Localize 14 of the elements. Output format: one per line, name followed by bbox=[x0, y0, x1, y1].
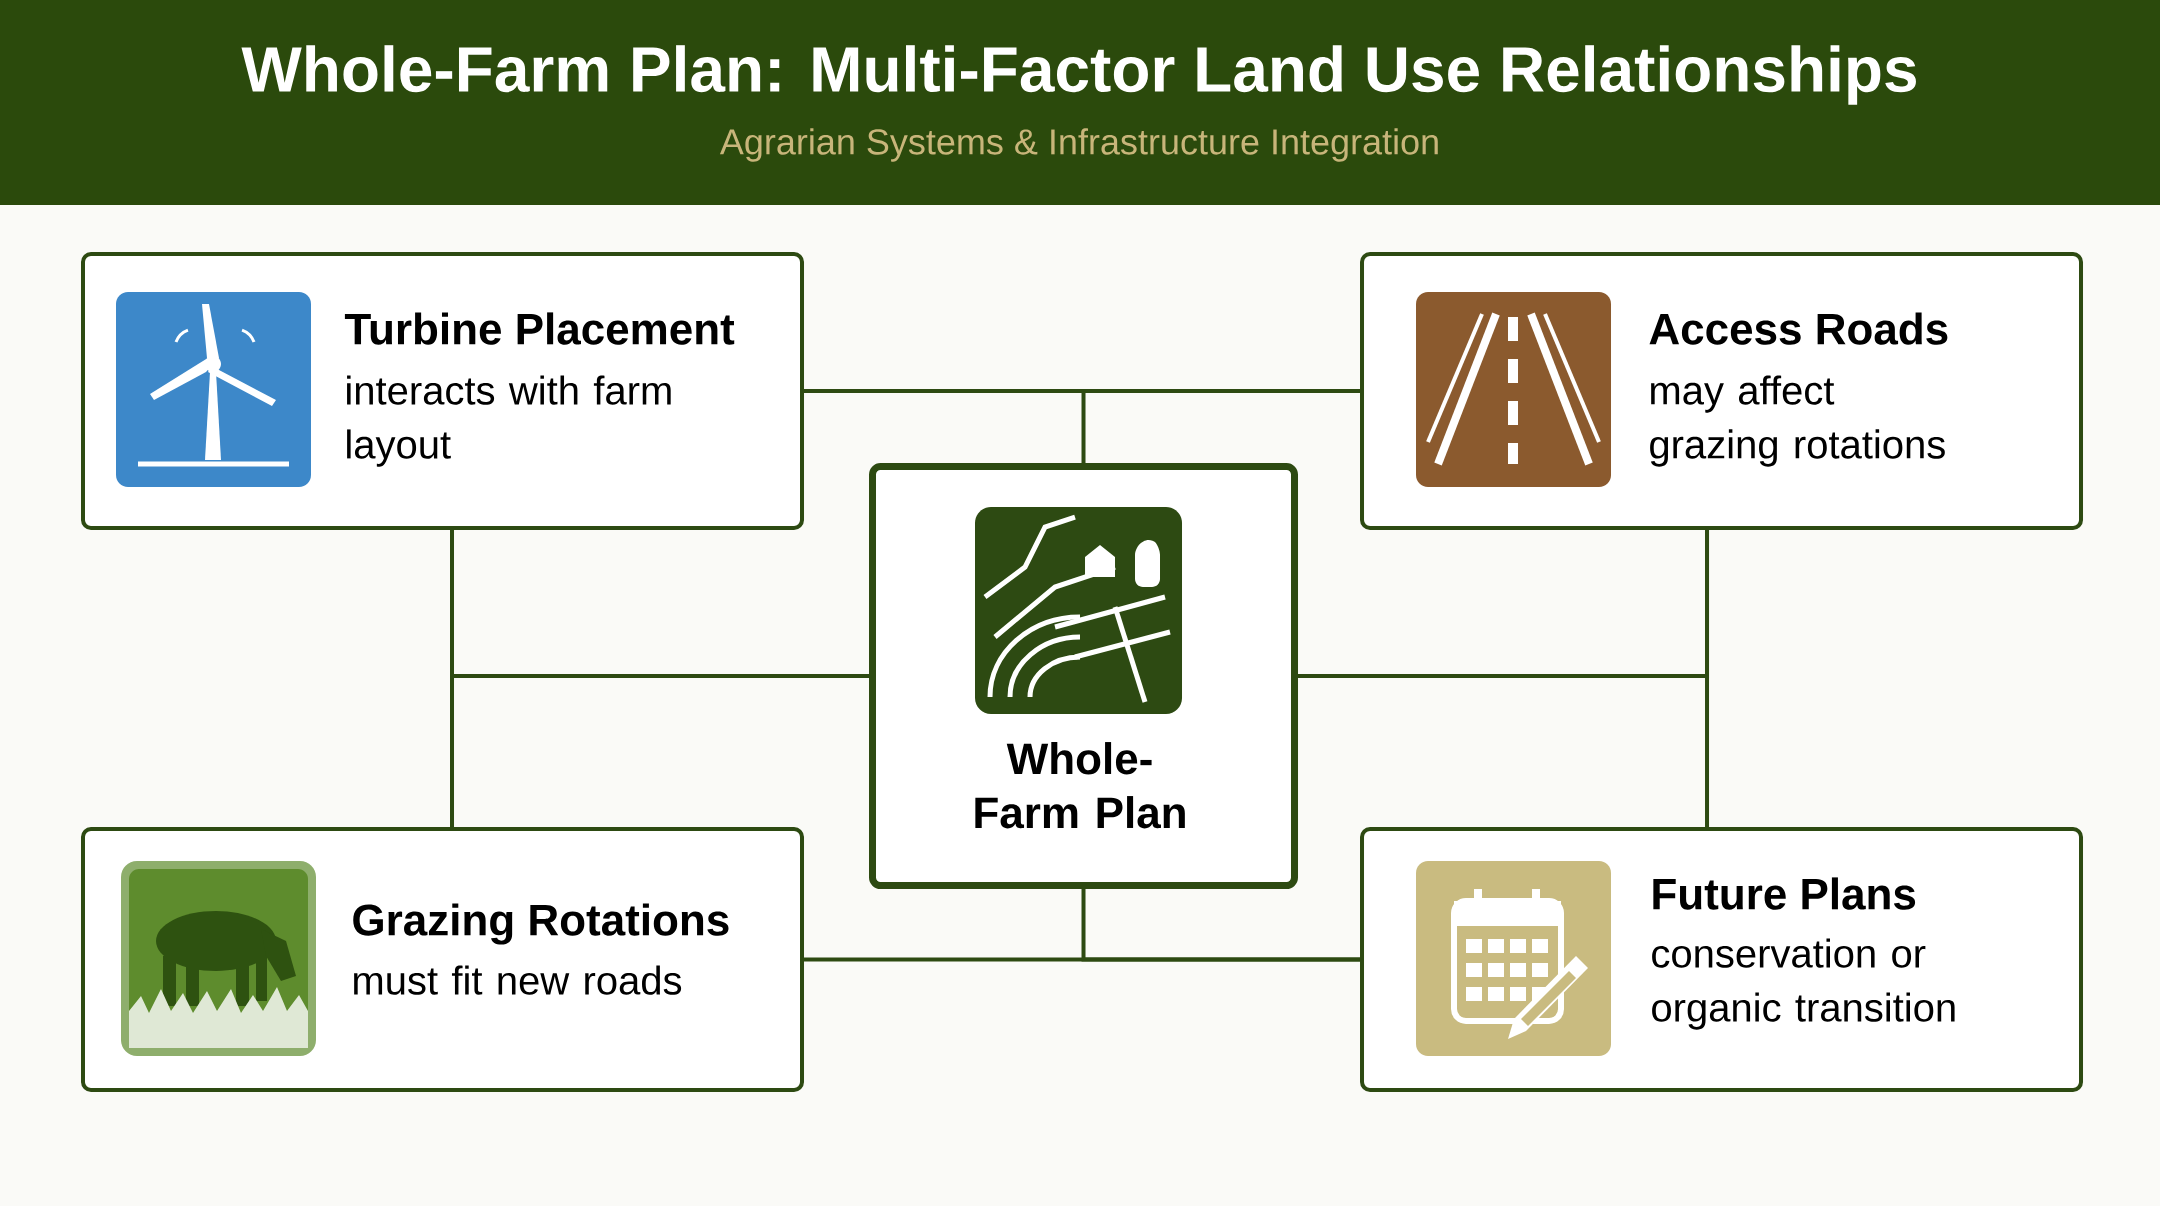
subtitle: Agrarian Systems & Infrastructure Integration bbox=[719, 128, 1438, 162]
card-title: Future Plans bbox=[1653, 877, 1916, 910]
connector-line bbox=[804, 389, 1086, 463]
connector-line bbox=[450, 674, 869, 827]
connector-line bbox=[1298, 530, 1709, 678]
card-title: Turbine Placement bbox=[344, 312, 735, 345]
card-title: Access Roads bbox=[1649, 312, 1948, 345]
card-title: Whole-Farm Plan bbox=[975, 742, 1185, 829]
card-text: interacts with farm layout bbox=[347, 375, 671, 467]
card-text: may affect grazing rotations bbox=[1650, 375, 1945, 467]
card-title: Grazing Rotations bbox=[353, 903, 729, 945]
card-text: conservation or organic transition bbox=[1652, 938, 1955, 1030]
connector-line bbox=[1081, 889, 1360, 962]
card-text: must fit new roads bbox=[354, 965, 682, 995]
